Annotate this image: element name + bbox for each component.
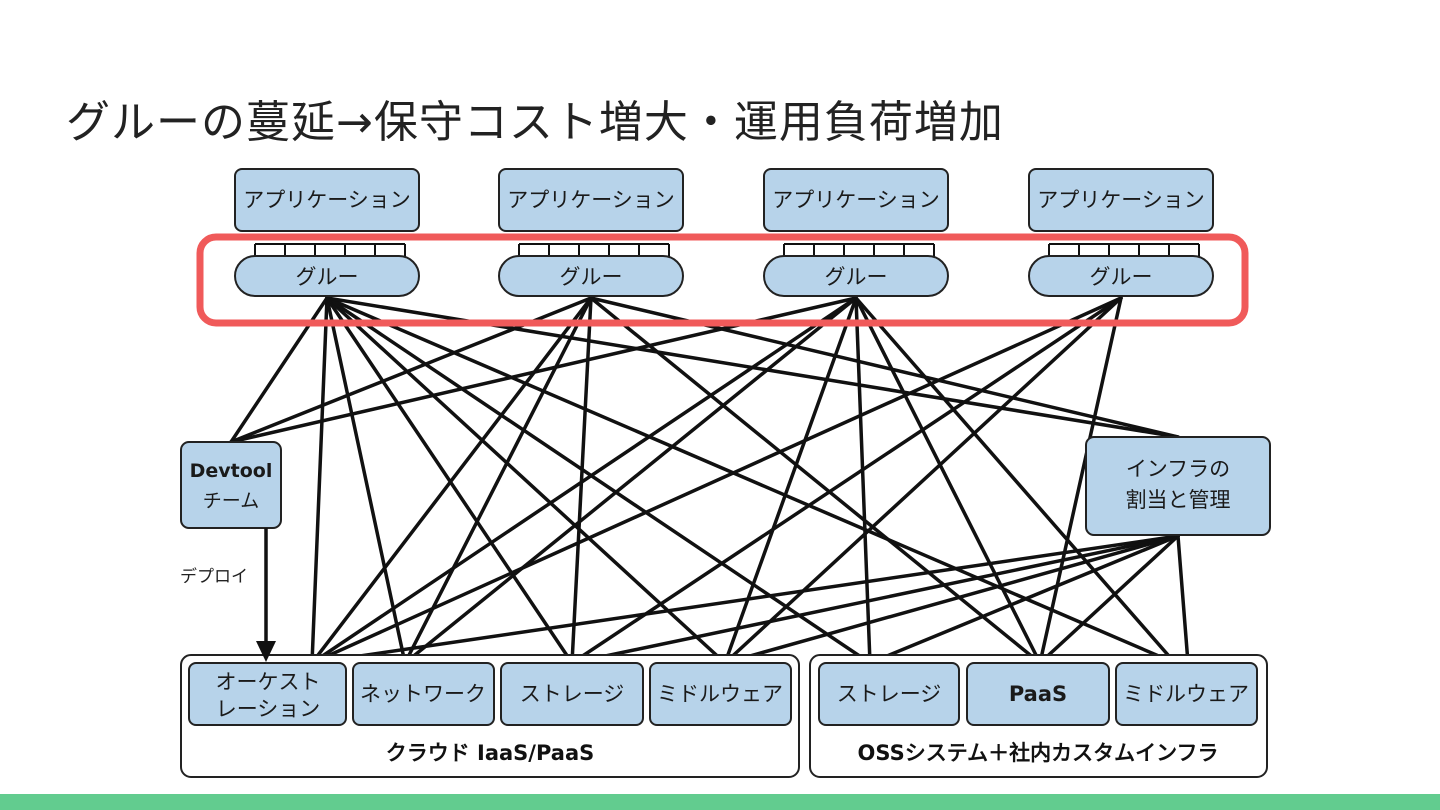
oss-storage-label: ストレージ (837, 682, 942, 706)
connection-line (854, 296, 872, 665)
connection-line (325, 296, 727, 665)
connection-line (1176, 534, 1190, 665)
oss-group-label: OSSシステム＋社内カスタムインフラ (858, 741, 1219, 765)
application-label: アプリケーション (772, 188, 940, 212)
glue-connector-ticks (254, 243, 1200, 257)
devtool-team-node[interactable]: Devtool チーム (180, 441, 282, 529)
cloud-storage-node[interactable]: ストレージ (500, 662, 644, 726)
glue-label: グルー (1090, 265, 1153, 289)
connection-line (868, 534, 1180, 665)
connection-lines (229, 296, 1190, 665)
connection-line (589, 296, 1042, 665)
glue-label: グルー (825, 265, 888, 289)
connection-line (325, 296, 407, 665)
connection-line (403, 296, 858, 665)
connection-line (570, 296, 1123, 665)
glue-label: グルー (560, 265, 623, 289)
connection-line (310, 534, 1180, 665)
connection-line (403, 296, 593, 665)
connection-line (854, 296, 1042, 665)
cloud-orchestration-node[interactable]: オーケスト レーション (188, 662, 347, 726)
glue-highlight-box (196, 233, 1249, 327)
orchestration-label-line2: レーション (216, 697, 321, 721)
connection-line (1038, 296, 1123, 665)
glue-node[interactable]: グルー (498, 255, 684, 297)
orchestration-label-line1: オーケスト (216, 670, 321, 694)
connection-line (325, 296, 1177, 665)
connection-line (723, 534, 1180, 665)
connection-line (1038, 534, 1180, 665)
deploy-label: デプロイ (180, 566, 248, 587)
network-label: ネットワーク (360, 682, 486, 706)
connection-line (723, 296, 1123, 665)
page-title: グルーの蔓延→保守コスト増大・運用負荷増加 (66, 97, 1004, 148)
devtool-label: Devtool (190, 460, 273, 482)
cloud-network-node[interactable]: ネットワーク (352, 662, 495, 726)
connection-line (310, 296, 329, 665)
application-label: アプリケーション (243, 188, 411, 212)
oss-storage-node[interactable]: ストレージ (818, 662, 960, 726)
cloud-middleware-node[interactable]: ミドルウェア (649, 662, 792, 726)
connection-line (310, 296, 1123, 665)
connection-line (854, 296, 1177, 665)
glue-label: グルー (296, 265, 359, 289)
connection-line (310, 296, 858, 665)
oss-paas-label: PaaS (1009, 682, 1067, 706)
infra-label-line1: インフラの (1126, 457, 1230, 481)
application-label: アプリケーション (1037, 188, 1205, 212)
application-label: アプリケーション (507, 188, 675, 212)
application-node[interactable]: アプリケーション (763, 168, 949, 232)
application-node[interactable]: アプリケーション (1028, 168, 1214, 232)
cloud-middleware-label: ミドルウェア (657, 682, 783, 706)
oss-paas-node[interactable]: PaaS (966, 662, 1110, 726)
glue-node[interactable]: グルー (1028, 255, 1214, 297)
cloud-storage-label: ストレージ (520, 682, 625, 706)
application-node[interactable]: アプリケーション (234, 168, 420, 232)
oss-middleware-node[interactable]: ミドルウェア (1115, 662, 1258, 726)
glue-node[interactable]: グルー (234, 255, 420, 297)
connection-line (723, 296, 858, 665)
oss-middleware-label: ミドルウェア (1123, 682, 1249, 706)
glue-node[interactable]: グルー (763, 255, 949, 297)
application-node[interactable]: アプリケーション (498, 168, 684, 232)
connection-line (570, 534, 1180, 665)
connection-line (310, 296, 593, 665)
deploy-arrowhead-icon (256, 641, 276, 662)
infra-label-line2: 割当と管理 (1126, 488, 1231, 512)
devtool-team-label: チーム (203, 490, 259, 512)
connection-line (325, 296, 872, 665)
infra-management-node[interactable]: インフラの 割当と管理 (1085, 436, 1271, 536)
footer-bar (0, 794, 1440, 810)
cloud-group-label: クラウド IaaS/PaaS (386, 741, 595, 765)
